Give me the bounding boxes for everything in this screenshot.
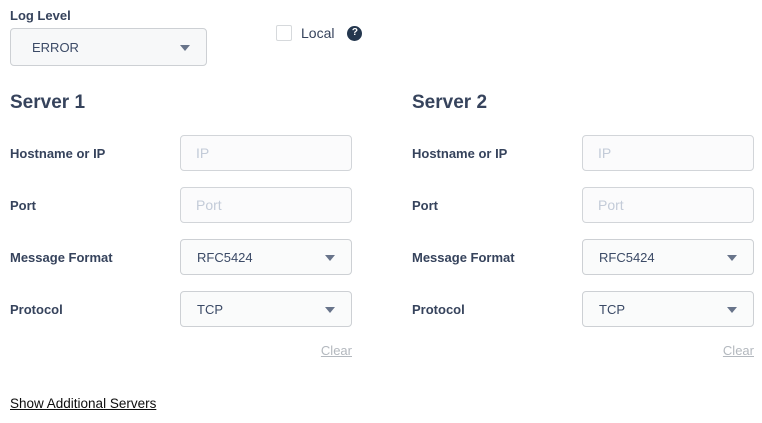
server-2-port-input[interactable]	[582, 187, 754, 223]
server-2-hostname-input[interactable]	[582, 135, 754, 171]
port-row: Port	[412, 187, 754, 223]
show-additional-servers-link[interactable]: Show Additional Servers	[10, 396, 157, 411]
protocol-value: TCP	[197, 301, 223, 317]
server-2-protocol-select[interactable]: TCP	[582, 291, 754, 327]
hostname-row: Hostname or IP	[412, 135, 754, 171]
server-2-clear-link[interactable]: Clear	[722, 343, 754, 358]
message-format-label: Message Format	[10, 249, 113, 265]
clear-row: Clear	[412, 343, 754, 358]
hostname-row: Hostname or IP	[10, 135, 352, 171]
server-1-message-format-select[interactable]: RFC5424	[180, 239, 352, 275]
protocol-value: TCP	[599, 301, 625, 317]
local-group: Local ?	[276, 25, 363, 41]
protocol-label: Protocol	[10, 301, 63, 317]
log-level-select[interactable]: ERROR	[10, 28, 207, 66]
log-level-label: Log Level	[10, 8, 71, 23]
log-settings-page: Log Level ERROR Local ? Server 1 Hostnam…	[10, 8, 754, 411]
port-label: Port	[412, 197, 438, 213]
chevron-down-icon	[727, 255, 737, 261]
server-1-clear-link[interactable]: Clear	[320, 343, 352, 358]
message-format-label: Message Format	[412, 249, 515, 265]
clear-row: Clear	[10, 343, 352, 358]
local-checkbox[interactable]	[276, 25, 292, 41]
server-1-section: Server 1 Hostname or IP Port Message For…	[10, 92, 352, 358]
chevron-down-icon	[180, 45, 190, 51]
port-label: Port	[10, 197, 36, 213]
protocol-label: Protocol	[412, 301, 465, 317]
message-format-value: RFC5424	[599, 249, 655, 265]
chevron-down-icon	[727, 307, 737, 313]
protocol-row: Protocol TCP	[10, 291, 352, 327]
message-format-row: Message Format RFC5424	[412, 239, 754, 275]
log-level-group: Log Level ERROR	[10, 8, 207, 66]
server-1-protocol-select[interactable]: TCP	[180, 291, 352, 327]
help-icon[interactable]: ?	[347, 25, 363, 41]
port-row: Port	[10, 187, 352, 223]
chevron-down-icon	[325, 307, 335, 313]
server-1-hostname-input[interactable]	[180, 135, 352, 171]
server-2-message-format-select[interactable]: RFC5424	[582, 239, 754, 275]
hostname-label: Hostname or IP	[10, 145, 106, 161]
message-format-row: Message Format RFC5424	[10, 239, 352, 275]
server-2-title: Server 2	[412, 92, 488, 113]
server-2-section: Server 2 Hostname or IP Port Message For…	[412, 92, 754, 358]
hostname-label: Hostname or IP	[412, 145, 508, 161]
message-format-value: RFC5424	[197, 249, 253, 265]
protocol-row: Protocol TCP	[412, 291, 754, 327]
chevron-down-icon	[325, 255, 335, 261]
local-label: Local	[301, 25, 335, 41]
top-row: Log Level ERROR Local ?	[10, 8, 753, 71]
log-level-value: ERROR	[32, 39, 79, 55]
server-1-title: Server 1	[10, 92, 86, 113]
servers-grid: Server 1 Hostname or IP Port Message For…	[10, 92, 754, 358]
server-1-port-input[interactable]	[180, 187, 352, 223]
